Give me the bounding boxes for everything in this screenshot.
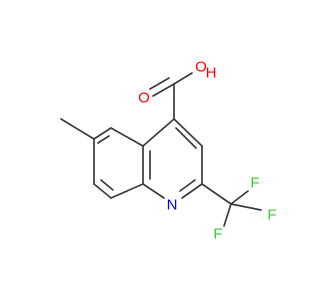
bond-carboxyl-o-double-1 <box>152 83 175 97</box>
fluorine-top-label: F <box>250 175 259 192</box>
bond-c7-c8-inner <box>100 179 114 191</box>
molecule-structure: O O H N F F F <box>60 59 277 243</box>
bond-c2-n1-inner <box>179 179 196 192</box>
bond-carboxyl-oh <box>173 72 193 85</box>
bond-cf3-f-top <box>230 190 249 205</box>
oxygen-hydroxyl-label: O <box>195 59 207 76</box>
bond-c5-c6 <box>93 127 112 140</box>
bond-c4-c3 <box>173 118 203 147</box>
bond-c6-methyl <box>60 118 95 140</box>
hydrogen-hydroxyl-label: H <box>206 65 217 82</box>
bond-n1-c8a <box>142 183 165 199</box>
bond-cf3-f-right <box>230 203 262 211</box>
bond-c8-c8a <box>110 183 144 199</box>
bond-layer <box>60 72 262 227</box>
fluorine-bottom-label: F <box>213 226 222 243</box>
bond-c5-c6-inner <box>97 135 110 144</box>
nitrogen-label: N <box>167 197 178 214</box>
atom-label-layer: O O H N F F F <box>138 59 276 243</box>
bond-c4a-c4 <box>142 118 175 147</box>
bond-carboxyl-o-double-2 <box>149 77 170 90</box>
bond-cf3-f-bottom <box>223 203 232 227</box>
bond-c2-cf3 <box>201 183 232 205</box>
bond-c4-c3-inner <box>175 127 197 149</box>
bond-c4a-c5 <box>110 127 144 147</box>
structure-canvas: O O H N F F F <box>60 58 277 243</box>
fluorine-right-label: F <box>267 207 276 224</box>
bond-c2-n1 <box>181 183 203 199</box>
oxygen-carbonyl-label: O <box>138 90 150 107</box>
bond-c7-c8 <box>93 183 112 199</box>
